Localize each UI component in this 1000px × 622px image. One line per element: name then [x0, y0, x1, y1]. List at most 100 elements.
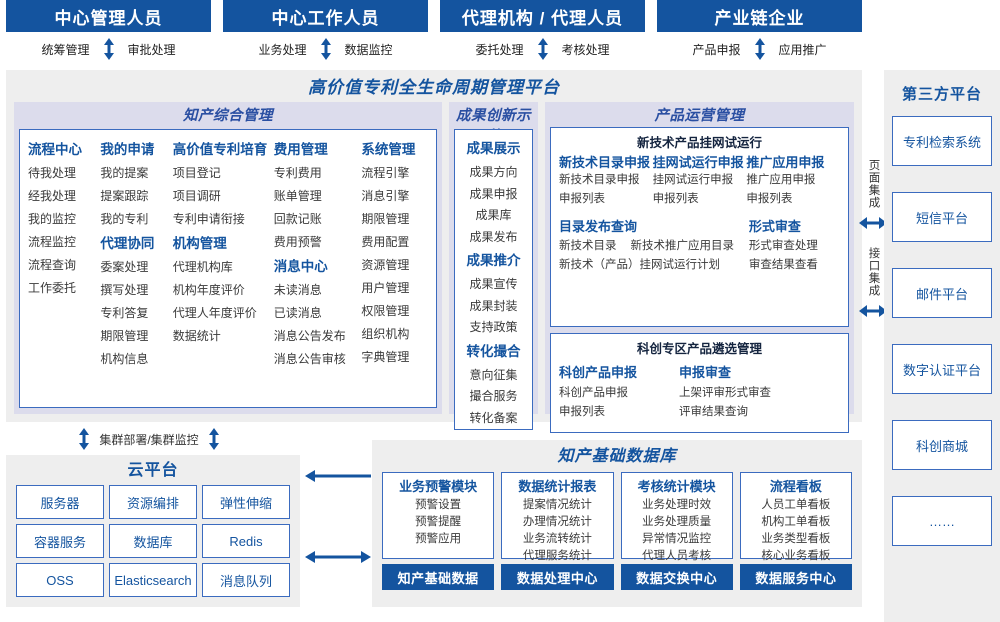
- menu-item[interactable]: 待我处理: [28, 166, 77, 180]
- menu-item[interactable]: 项目登记: [172, 166, 221, 180]
- menu-group-title[interactable]: 科创产品申报: [559, 365, 638, 380]
- role-title-center-staff[interactable]: 中心工作人员: [223, 0, 428, 32]
- cloud-cell-autoscaling[interactable]: 弹性伸缩: [202, 485, 290, 519]
- menu-item[interactable]: 新技术目录申报: [559, 174, 640, 186]
- menu-item[interactable]: 期限管理: [100, 329, 149, 343]
- menu-item[interactable]: 我的监控: [28, 212, 77, 226]
- cloud-cell-container[interactable]: 容器服务: [16, 524, 104, 558]
- db-module-item[interactable]: 业务处理质量: [642, 516, 712, 528]
- db-module-item[interactable]: 业务流转统计: [522, 533, 592, 545]
- db-module-item[interactable]: 人员工单看板: [761, 499, 831, 511]
- menu-item[interactable]: 形式审查处理: [748, 240, 818, 252]
- menu-item[interactable]: 费用配置: [361, 235, 410, 249]
- db-module-item[interactable]: 机构工单看板: [761, 516, 831, 528]
- menu-item[interactable]: 回款记账: [273, 212, 322, 226]
- menu-item[interactable]: 经我处理: [28, 189, 77, 203]
- menu-item[interactable]: 撰写处理: [100, 283, 149, 297]
- menu-group-title[interactable]: 系统管理: [361, 142, 416, 157]
- menu-item[interactable]: 代理机构库: [172, 260, 233, 274]
- menu-item[interactable]: 工作委托: [28, 281, 77, 295]
- role-title-center-manager[interactable]: 中心管理人员: [6, 0, 211, 32]
- menu-item[interactable]: 组织机构: [361, 327, 410, 341]
- menu-item[interactable]: 流程监控: [28, 235, 77, 249]
- menu-group-title[interactable]: 推广应用申报: [746, 155, 825, 170]
- db-module-item[interactable]: 预警提醒: [415, 516, 462, 528]
- menu-item[interactable]: 未读消息: [273, 283, 322, 297]
- menu-item[interactable]: 已读消息: [273, 306, 322, 320]
- cloud-cell-oss[interactable]: OSS: [16, 563, 104, 597]
- menu-group-title[interactable]: 费用管理: [273, 142, 328, 157]
- menu-item[interactable]: 新技术推广应用目录: [630, 240, 735, 252]
- third-party-item-more[interactable]: ……: [892, 496, 992, 546]
- menu-group-title[interactable]: 转化撮合: [466, 343, 521, 359]
- third-party-item-email[interactable]: 邮件平台: [892, 268, 992, 318]
- menu-item[interactable]: 成果封装: [469, 298, 518, 313]
- db-module-item[interactable]: 预警设置: [415, 499, 462, 511]
- db-foot-exchange-center[interactable]: 数据交换中心: [620, 564, 733, 590]
- menu-item[interactable]: 审查结果查看: [748, 259, 818, 271]
- menu-group-title[interactable]: 成果推介: [466, 253, 521, 268]
- menu-item[interactable]: 流程引擎: [361, 166, 410, 180]
- menu-item[interactable]: 我的专利: [100, 212, 149, 226]
- menu-group-title[interactable]: 挂网试运行申报: [652, 155, 744, 170]
- menu-item[interactable]: 专利费用: [273, 166, 322, 180]
- menu-item[interactable]: 权限管理: [361, 304, 410, 318]
- menu-item[interactable]: 成果发布: [469, 229, 518, 244]
- role-title-agency[interactable]: 代理机构 / 代理人员: [440, 0, 645, 32]
- db-foot-service-center[interactable]: 数据服务中心: [739, 564, 852, 590]
- menu-item[interactable]: 机构信息: [100, 352, 149, 366]
- menu-item[interactable]: 项目调研: [172, 189, 221, 203]
- cloud-cell-orchestration[interactable]: 资源编排: [109, 485, 197, 519]
- db-module-item[interactable]: 提案情况统计: [522, 499, 592, 511]
- menu-item[interactable]: 期限管理: [361, 212, 410, 226]
- db-module-item[interactable]: 代理人员考核: [642, 550, 712, 562]
- menu-item[interactable]: 成果库: [475, 208, 512, 222]
- menu-item[interactable]: 消息公告审核: [273, 352, 346, 366]
- menu-item[interactable]: 代理人年度评价: [172, 306, 257, 320]
- menu-item[interactable]: 上架评审形式审查: [679, 387, 771, 399]
- menu-item[interactable]: 新技术目录: [559, 240, 617, 252]
- db-foot-processing-center[interactable]: 数据处理中心: [501, 564, 614, 590]
- db-foot-base-data[interactable]: 知产基础数据: [382, 564, 495, 590]
- cloud-cell-redis[interactable]: Redis: [202, 524, 290, 558]
- menu-item[interactable]: 评审结果查询: [679, 406, 748, 418]
- menu-item[interactable]: 成果申报: [469, 186, 518, 201]
- menu-group-title[interactable]: 形式审查: [748, 219, 801, 234]
- menu-group-title[interactable]: 目录发布查询: [559, 219, 638, 234]
- menu-item[interactable]: 挂网试运行申报: [652, 174, 734, 186]
- third-party-item-sms[interactable]: 短信平台: [892, 192, 992, 242]
- menu-item[interactable]: 消息公告发布: [273, 329, 346, 343]
- menu-item[interactable]: 专利答复: [100, 306, 149, 320]
- menu-item[interactable]: 用户管理: [361, 281, 410, 295]
- menu-item[interactable]: 推广应用申报: [746, 174, 816, 186]
- cloud-cell-message-queue[interactable]: 消息队列: [202, 563, 290, 597]
- menu-item[interactable]: 账单管理: [273, 189, 322, 203]
- db-module-item[interactable]: 业务处理时效: [642, 499, 712, 511]
- menu-group-title[interactable]: 高价值专利培育: [172, 142, 268, 157]
- menu-item[interactable]: 委案处理: [100, 260, 149, 274]
- menu-item[interactable]: 机构年度评价: [172, 283, 245, 297]
- menu-group-title[interactable]: 成果展示: [466, 141, 521, 156]
- menu-item[interactable]: 成果方向: [469, 165, 518, 179]
- menu-item[interactable]: 新技术（产品）挂网试运行计划: [559, 259, 720, 271]
- menu-item[interactable]: 专利申请衔接: [172, 212, 245, 226]
- menu-item[interactable]: 申报列表: [746, 193, 793, 205]
- menu-item[interactable]: 申报列表: [652, 193, 699, 205]
- menu-group-title[interactable]: 我的申请: [100, 142, 155, 157]
- db-module-item[interactable]: 异常情况监控: [642, 533, 712, 545]
- menu-item[interactable]: 意向征集: [469, 367, 518, 382]
- db-module-item[interactable]: 核心业务看板: [761, 550, 831, 562]
- db-module-item[interactable]: 办理情况统计: [522, 516, 592, 528]
- menu-item[interactable]: 转化备案: [469, 410, 518, 425]
- third-party-item-kechuang-mall[interactable]: 科创商城: [892, 420, 992, 470]
- menu-item[interactable]: 支持政策: [469, 320, 518, 334]
- menu-group-title[interactable]: 流程中心: [28, 142, 82, 157]
- menu-item[interactable]: 成果宣传: [469, 277, 518, 291]
- db-module-item[interactable]: 预警应用: [415, 533, 462, 545]
- menu-group-title[interactable]: 机构管理: [172, 236, 227, 251]
- third-party-item-patent-search[interactable]: 专利检索系统: [892, 116, 992, 166]
- menu-item[interactable]: 申报列表: [559, 406, 605, 418]
- menu-item[interactable]: 资源管理: [361, 258, 410, 272]
- menu-item[interactable]: 申报列表: [559, 193, 605, 205]
- menu-group-title[interactable]: 消息中心: [273, 259, 328, 274]
